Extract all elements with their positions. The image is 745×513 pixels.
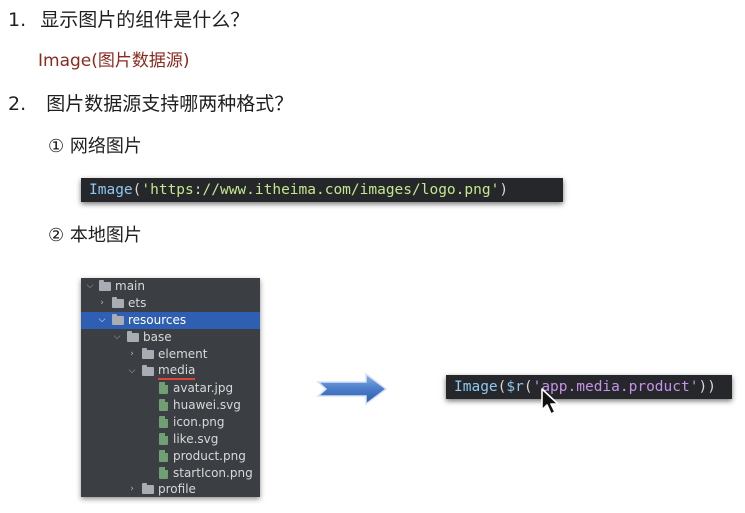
tree-item-media[interactable]: ⌵ media: [81, 363, 260, 380]
chevron-down-icon[interactable]: ⌵: [128, 366, 136, 376]
right-arrow-icon: [316, 372, 388, 406]
tree-item-label: resources: [128, 313, 187, 327]
chevron-right-icon[interactable]: ›: [130, 484, 134, 494]
tree-item-label: profile: [158, 482, 196, 496]
question-2-text: 图片数据源支持哪两种格式？: [46, 93, 294, 115]
tree-item-label: product.png: [173, 449, 246, 463]
tree-item-label: ets: [128, 296, 147, 310]
tree-item-avatar-jpg[interactable]: avatar.jpg: [81, 380, 260, 397]
tree-item-label: main: [115, 279, 145, 293]
mouse-pointer-icon: [541, 388, 559, 415]
folder-icon: [112, 297, 124, 308]
file-icon: [159, 433, 168, 445]
folder-icon: [112, 314, 124, 325]
tree-item-resources[interactable]: ⌵ resources: [81, 312, 260, 329]
tree-item-main[interactable]: ⌵ main: [81, 278, 260, 295]
chevron-right-icon[interactable]: ›: [130, 349, 134, 359]
tree-item-like-svg[interactable]: like.svg: [81, 431, 260, 448]
local-image-code: Image($r('app.media.product')): [446, 375, 732, 399]
tree-item-label: media: [158, 363, 196, 380]
file-icon: [159, 467, 168, 479]
tree-item-label: element: [158, 347, 208, 361]
folder-icon: [142, 365, 154, 376]
tree-item-icon-png[interactable]: icon.png: [81, 414, 260, 431]
folder-icon: [99, 280, 111, 291]
tree-item-label: startIcon.png: [173, 466, 253, 480]
tree-item-starticon-png[interactable]: startIcon.png: [81, 465, 260, 482]
file-icon: [159, 399, 168, 411]
network-image-code: Image('https://www.itheima.com/images/lo…: [81, 178, 563, 202]
local-image-label: ② 本地图片: [48, 225, 142, 246]
question-2-number: 2.: [8, 93, 27, 115]
question-2: 2. 图片数据源支持哪两种格式？: [8, 92, 293, 116]
question-1-text: 显示图片的组件是什么？: [40, 9, 250, 31]
code-resource-function: $r: [506, 379, 524, 395]
tree-item-label: avatar.jpg: [173, 381, 234, 395]
file-icon: [159, 382, 168, 394]
tree-item-label: huawei.svg: [173, 398, 241, 412]
project-tree: ⌵ main › ets ⌵ resources ⌵ base › elemen…: [81, 278, 260, 497]
code-function: Image: [454, 379, 498, 395]
file-icon: [159, 416, 168, 428]
network-image-label: ① 网络图片: [48, 136, 142, 157]
code-string: 'https://www.itheima.com/images/logo.png…: [141, 182, 500, 198]
tree-item-huawei-svg[interactable]: huawei.svg: [81, 397, 260, 414]
code-string: 'app.media.product': [532, 379, 699, 395]
folder-icon: [142, 348, 154, 359]
tree-item-label: base: [143, 330, 172, 344]
question-1-answer: Image(图片数据源): [38, 51, 190, 71]
tree-item-ets[interactable]: › ets: [81, 295, 260, 312]
tree-item-element[interactable]: › element: [81, 346, 260, 363]
tree-item-label: icon.png: [173, 415, 225, 429]
folder-icon: [127, 331, 139, 342]
question-1-number: 1.: [8, 9, 27, 31]
chevron-down-icon[interactable]: ⌵: [86, 281, 94, 291]
chevron-down-icon[interactable]: ⌵: [98, 315, 106, 325]
chevron-right-icon[interactable]: ›: [100, 298, 104, 308]
question-1: 1. 显示图片的组件是什么？: [8, 8, 249, 32]
folder-icon: [142, 483, 154, 494]
tree-item-label: like.svg: [173, 432, 219, 446]
tree-item-profile[interactable]: › profile: [81, 481, 260, 498]
chevron-down-icon[interactable]: ⌵: [113, 332, 121, 342]
file-icon: [159, 450, 168, 462]
tree-item-base[interactable]: ⌵ base: [81, 329, 260, 346]
code-function: Image: [89, 182, 133, 198]
tree-item-product-png[interactable]: product.png: [81, 448, 260, 465]
